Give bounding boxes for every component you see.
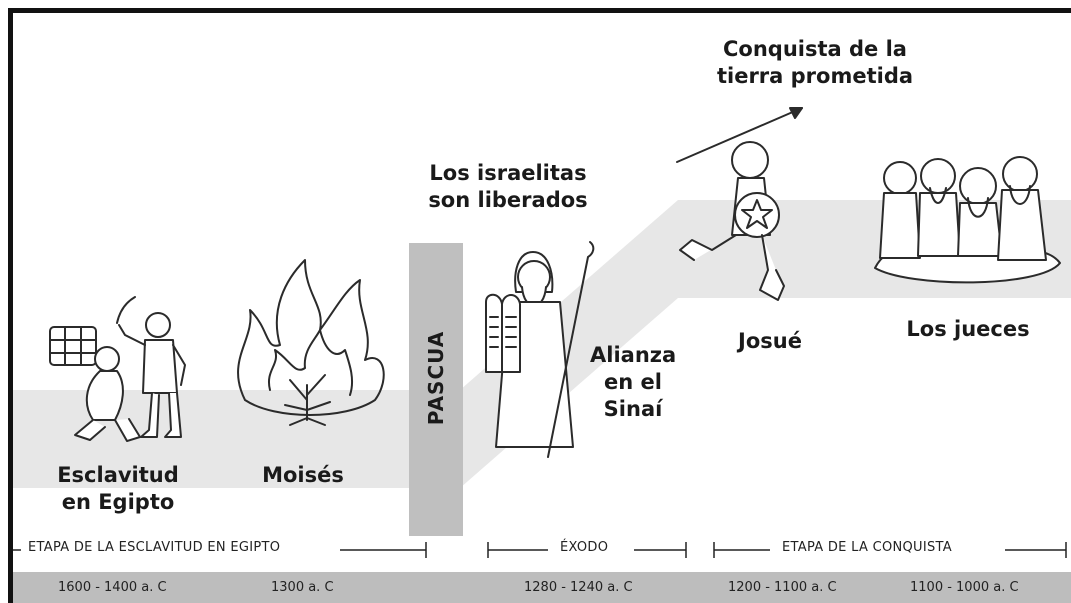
date-strip bbox=[13, 572, 1071, 603]
pascua-label: PASCUA bbox=[424, 330, 448, 426]
label-esclavitud: Esclavitud en Egipto bbox=[48, 462, 188, 516]
label-esclavitud-line2: en Egipto bbox=[61, 490, 175, 514]
band-low bbox=[13, 390, 413, 488]
label-conquista-line1: Conquista de la bbox=[723, 37, 907, 61]
label-conquista-line2: tierra prometida bbox=[716, 64, 914, 88]
label-alianza-line1: Alianza bbox=[590, 343, 677, 367]
era-exodo: ÉXODO bbox=[560, 540, 609, 555]
date-2: 1300 a. C bbox=[271, 580, 334, 595]
label-liberados-line1: Los israelitas bbox=[429, 161, 587, 185]
label-josue: Josué bbox=[720, 328, 820, 355]
date-3: 1280 - 1240 a. C bbox=[524, 580, 633, 595]
label-esclavitud-line1: Esclavitud bbox=[57, 463, 179, 487]
label-conquista: Conquista de la tierra prometida bbox=[710, 36, 920, 90]
label-alianza-line3: Sinaí bbox=[603, 397, 663, 421]
burning-bush-icon bbox=[237, 259, 385, 426]
pascua-bar bbox=[409, 243, 463, 536]
label-josue-line1: Josué bbox=[738, 329, 802, 353]
date-5: 1100 - 1000 a. C bbox=[910, 580, 1019, 595]
label-alianza: Alianza en el Sinaí bbox=[590, 342, 676, 423]
label-alianza-line2: en el bbox=[604, 370, 662, 394]
label-liberados-line2: son liberados bbox=[428, 188, 588, 212]
era-lines bbox=[13, 542, 1067, 558]
frame-border bbox=[8, 8, 1071, 603]
date-1: 1600 - 1400 a. C bbox=[58, 580, 167, 595]
label-jueces: Los jueces bbox=[893, 316, 1043, 343]
slave-and-taskmaster-icon bbox=[49, 296, 186, 442]
moses-with-tablets-icon bbox=[485, 241, 595, 458]
date-4: 1200 - 1100 a. C bbox=[728, 580, 837, 595]
era-conquista: ETAPA DE LA CONQUISTA bbox=[782, 540, 952, 555]
label-liberados: Los israelitas son liberados bbox=[408, 160, 608, 214]
josue-with-spear-icon bbox=[676, 107, 803, 301]
judges-group-icon bbox=[874, 156, 1061, 284]
era-esclavitud: ETAPA DE LA ESCLAVITUD EN EGIPTO bbox=[28, 540, 281, 555]
label-moises-line1: Moisés bbox=[262, 463, 344, 487]
label-jueces-line1: Los jueces bbox=[906, 317, 1030, 341]
label-moises: Moisés bbox=[248, 462, 358, 489]
